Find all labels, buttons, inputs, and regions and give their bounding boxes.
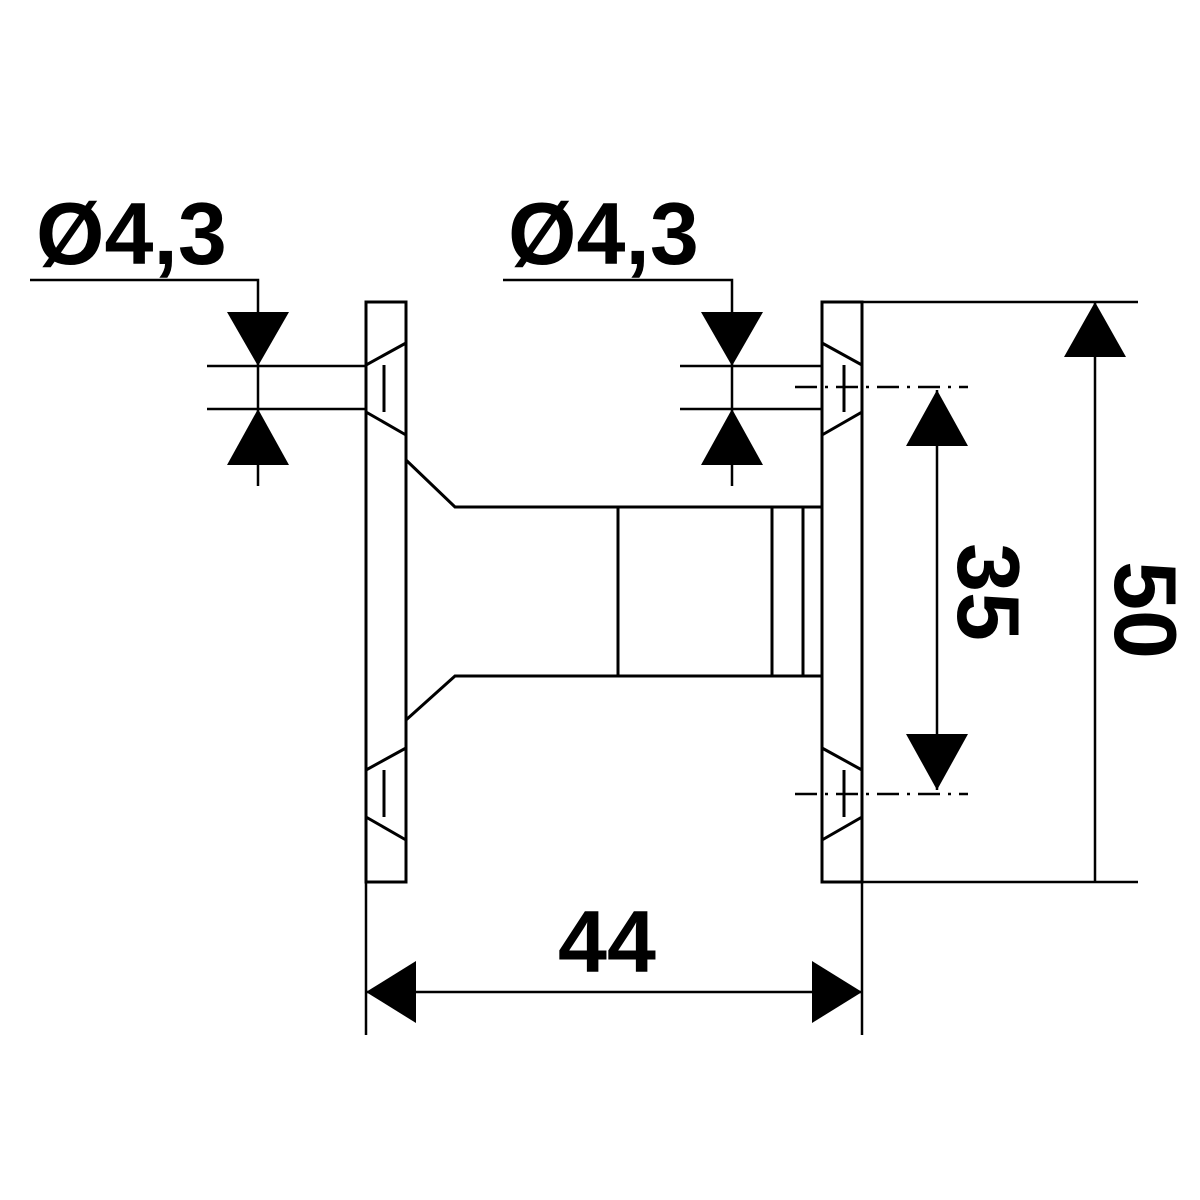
left-arrow-up [227, 409, 289, 465]
left-arrow-down [227, 312, 289, 366]
centerlines [795, 385, 968, 796]
right-hole-dimension: Ø4,3 [503, 184, 822, 486]
height-arrow-top [1064, 302, 1126, 357]
left-flange [364, 300, 408, 884]
left-hole-diameter-label: Ø4,3 [36, 184, 227, 283]
spacing-arrow-bottom [906, 734, 968, 790]
left-hole-dimension: Ø4,3 [30, 184, 366, 486]
overall-height-dimension: 50 [862, 300, 1195, 884]
right-leader-line [503, 278, 734, 486]
part-outline [364, 300, 864, 884]
width-arrow-right [812, 961, 862, 1023]
countersinks [364, 341, 864, 842]
hole-spacing-label: 35 [939, 543, 1038, 641]
body-top-edge [404, 458, 822, 509]
right-top-countersink [821, 341, 864, 437]
right-hole-diameter-label: Ø4,3 [508, 184, 699, 283]
right-bottom-countersink [821, 746, 864, 842]
left-bottom-countersink [364, 746, 407, 842]
overall-width-label: 44 [558, 892, 656, 991]
right-arrow-up [701, 409, 763, 465]
overall-height-label: 50 [1096, 561, 1195, 659]
right-arrow-down [701, 312, 763, 366]
hole-spacing-dimension: 35 [906, 390, 1038, 790]
body-bottom-edge [404, 674, 822, 722]
width-arrow-left [366, 961, 416, 1023]
left-top-countersink [364, 341, 407, 437]
right-flange [820, 300, 864, 884]
overall-width-dimension: 44 [364, 882, 864, 1035]
spacing-arrow-top [906, 390, 968, 446]
left-leader-line [30, 278, 260, 486]
